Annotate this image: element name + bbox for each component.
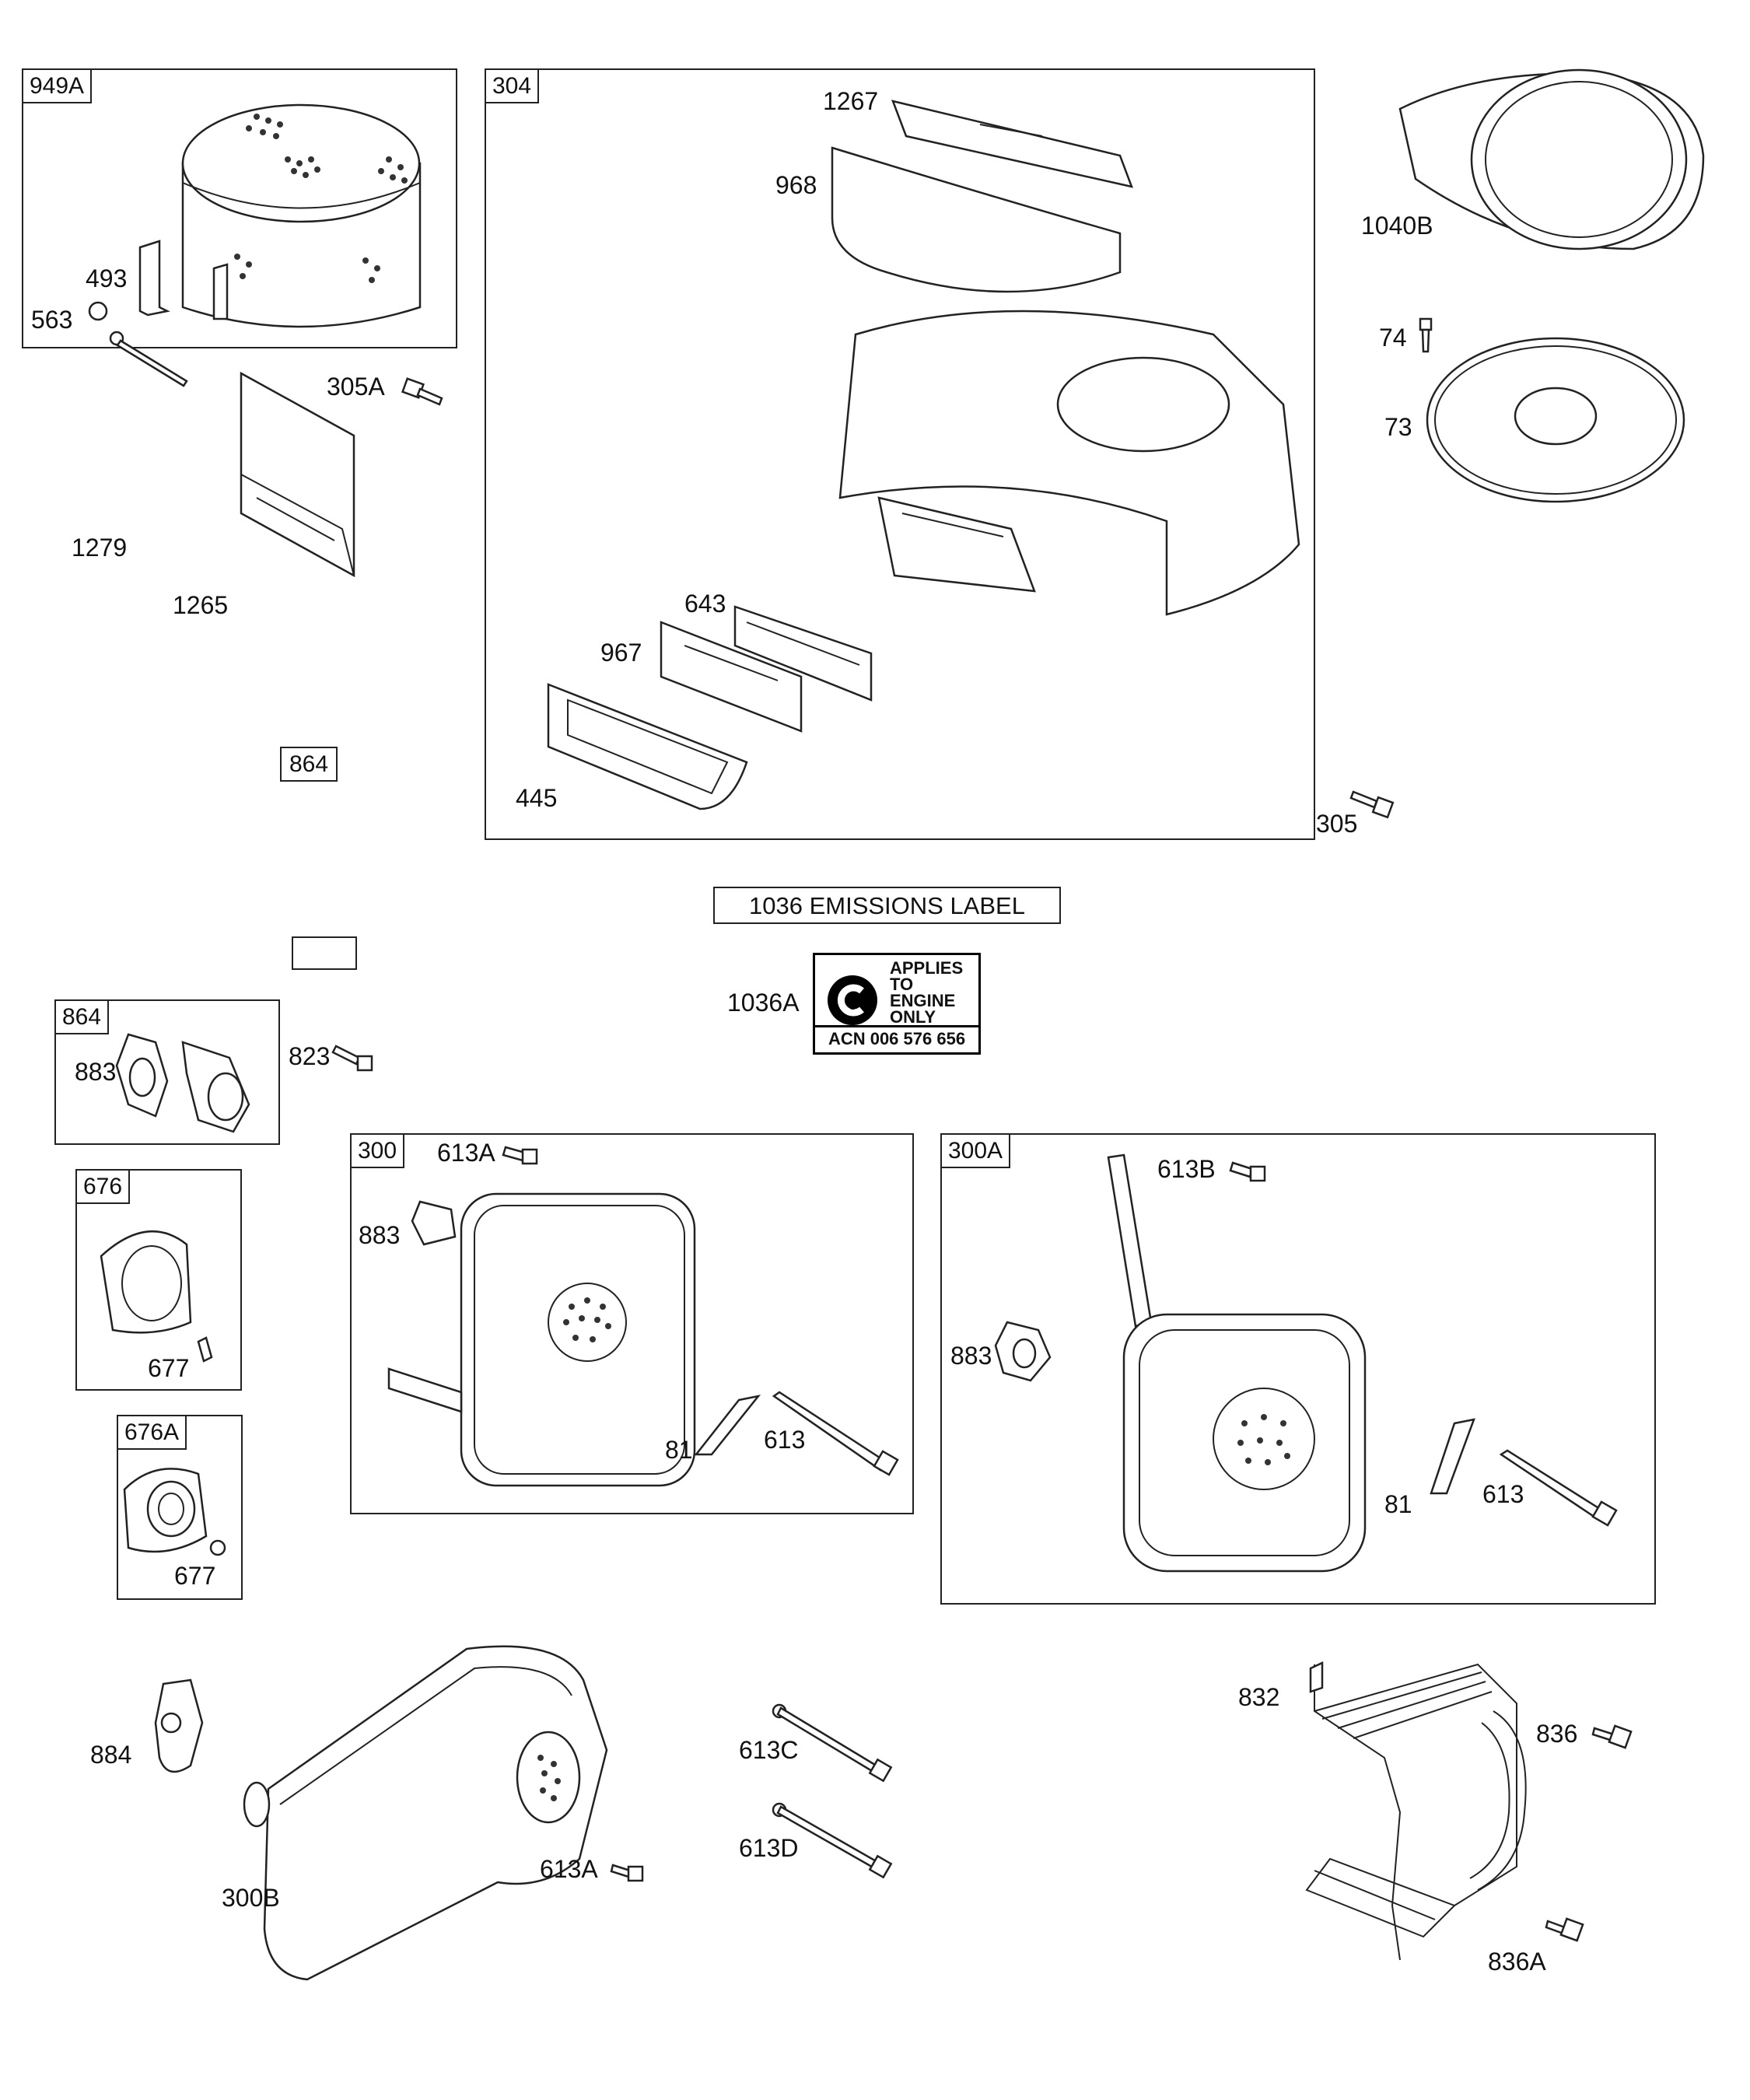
group-300A-tag: 300A <box>940 1133 1011 1168</box>
callout-836: 836 <box>1536 1720 1578 1748</box>
rewind-starter-1040B-icon <box>1400 70 1703 249</box>
clamp-884-icon <box>156 1680 202 1772</box>
callout-967: 967 <box>600 639 642 667</box>
callout-613-group-300: 613 <box>764 1426 806 1454</box>
group-864-frame: 864 <box>54 999 280 1145</box>
callout-883-group-864: 883 <box>75 1058 117 1086</box>
screw-74-icon <box>1420 319 1431 352</box>
callout-613A-group-300: 613A <box>437 1139 495 1167</box>
group-864-tag: 864 <box>54 999 110 1034</box>
baffle-plate-1265-icon <box>241 373 354 576</box>
group-300-tag: 300 <box>350 1133 405 1168</box>
callout-563: 563 <box>31 306 73 334</box>
screw-823-icon <box>333 1046 372 1070</box>
muffler-guard-832-icon <box>1307 1663 1526 1960</box>
group-304-frame: 304 <box>485 68 1315 840</box>
callout-305: 305 <box>1316 810 1358 838</box>
logo-letter: C <box>849 999 856 1012</box>
screw-836A-icon <box>1546 1919 1583 1941</box>
group-300A-frame: 300A <box>940 1133 1656 1605</box>
callout-445: 445 <box>516 784 558 812</box>
emissions-label-title: 1036 EMISSIONS LABEL <box>713 887 1061 924</box>
emissions-label-acn: ACN 006 576 656 <box>815 1025 978 1052</box>
c-tick-logo-icon: C <box>828 975 877 1025</box>
group-676-tag: 676 <box>75 1169 131 1204</box>
callout-883-group-300A: 883 <box>950 1342 992 1370</box>
callout-1036A: 1036A <box>727 989 800 1017</box>
screw-836-icon <box>1593 1726 1631 1748</box>
callout-1040B: 1040B <box>1361 212 1433 240</box>
group-676-frame: 676 <box>75 1169 242 1391</box>
callout-968: 968 <box>775 171 817 199</box>
ref-864-box: 864 <box>280 747 338 782</box>
callout-81-group-300: 81 <box>665 1436 693 1464</box>
group-949A-frame: 949A <box>22 68 457 348</box>
callout-73: 73 <box>1384 413 1412 441</box>
callout-643: 643 <box>684 590 726 618</box>
callout-677-group-676: 677 <box>148 1354 190 1382</box>
callout-74: 74 <box>1379 324 1407 352</box>
screw-613A-bottom-icon <box>611 1865 642 1881</box>
group-676A-tag: 676A <box>117 1415 187 1450</box>
callout-1267: 1267 <box>823 87 879 115</box>
callout-613A-bottom: 613A <box>540 1855 598 1883</box>
callout-305A: 305A <box>327 373 385 401</box>
emissions-label-card: C APPLIES TO ENGINE ONLY ACN 006 576 656 <box>813 953 981 1055</box>
callout-1279: 1279 <box>72 534 128 562</box>
callout-493: 493 <box>86 264 128 292</box>
muffler-300B-icon <box>244 1647 607 1979</box>
callout-823: 823 <box>289 1042 331 1070</box>
group-949A-tag: 949A <box>22 68 93 103</box>
group-304-tag: 304 <box>485 68 540 103</box>
callout-613D: 613D <box>739 1834 799 1862</box>
callout-832: 832 <box>1238 1683 1280 1711</box>
callout-81-group-300A: 81 <box>1384 1490 1412 1518</box>
callout-883-group-300: 883 <box>359 1221 401 1249</box>
callout-677-group-676A: 677 <box>174 1562 216 1590</box>
screen-cover-73-icon <box>1427 338 1684 502</box>
callout-884: 884 <box>90 1741 132 1769</box>
callout-1265: 1265 <box>173 591 229 619</box>
callout-613C: 613C <box>739 1736 799 1764</box>
screw-305A-icon <box>403 379 442 404</box>
callout-300B: 300B <box>222 1884 280 1912</box>
group-676A-frame: 676A <box>117 1415 243 1600</box>
emissions-label-text: APPLIES TO ENGINE ONLY <box>890 958 964 1027</box>
callout-613-group-300A: 613 <box>1482 1480 1524 1508</box>
group-300-frame: 300 <box>350 1133 914 1514</box>
blank-ref-box <box>292 936 357 970</box>
callout-613B: 613B <box>1157 1155 1216 1183</box>
callout-836A: 836A <box>1488 1948 1546 1976</box>
